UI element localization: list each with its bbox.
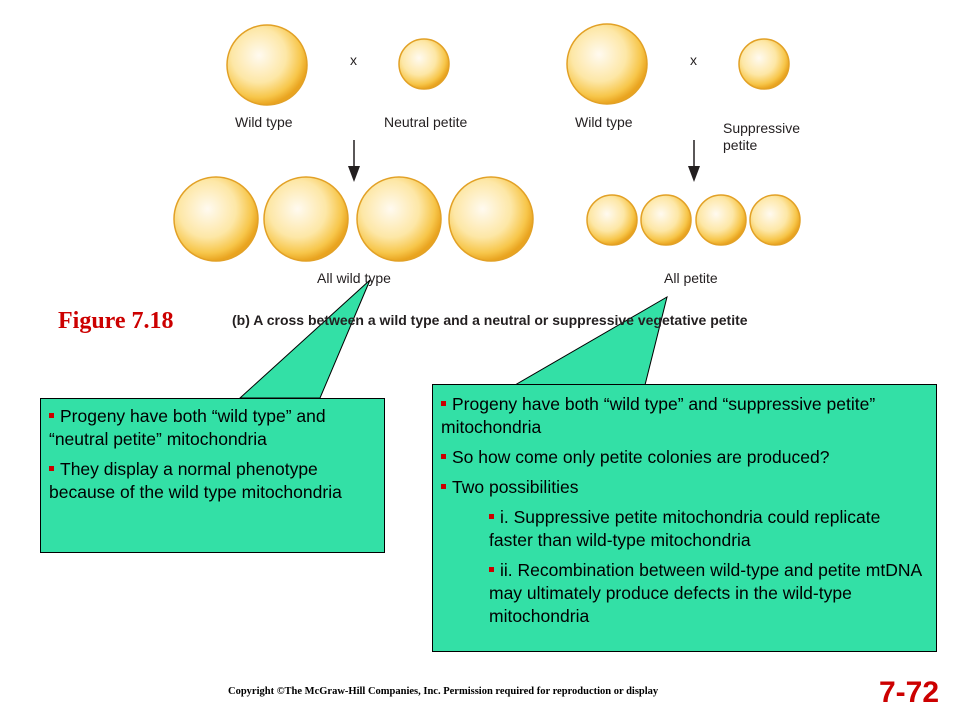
bullet-square-icon xyxy=(489,566,494,572)
progeny-petite-cell xyxy=(640,194,692,246)
progeny-petite-cell xyxy=(695,194,747,246)
label-neutral-petite: Neutral petite xyxy=(384,114,468,130)
bullet-text: Two possibilities xyxy=(452,477,579,497)
label-suppressive-petite: Suppressive petite xyxy=(723,120,801,153)
label-wild-type: Wild type xyxy=(575,114,633,130)
bullet-text: Progeny have both “wild type” and “neutr… xyxy=(49,406,326,449)
progeny-petite-cell xyxy=(749,194,801,246)
arrow-down-icon xyxy=(688,140,700,182)
bullet-text: So how come only petite colonies are pro… xyxy=(452,447,830,467)
arrow-down-icon xyxy=(348,140,360,182)
slide-number: 7-72 xyxy=(879,676,940,709)
progeny-wild-type-cell xyxy=(173,176,259,262)
bullet-square-icon xyxy=(49,465,54,471)
bullet-square-icon xyxy=(441,483,446,489)
bullet-text: Progeny have both “wild type” and “suppr… xyxy=(441,394,876,437)
progeny-wild-type-cell xyxy=(448,176,534,262)
label-wild-type: Wild type xyxy=(235,114,293,130)
callout-bullet: Progeny have both “wild type” and “suppr… xyxy=(441,393,928,439)
copyright-notice: Copyright ©The McGraw-Hill Companies, In… xyxy=(228,686,659,697)
callout-bullet: So how come only petite colonies are pro… xyxy=(441,446,928,469)
bullet-square-icon xyxy=(49,412,54,418)
wild-type-cell xyxy=(566,23,648,105)
label-all-petite: All petite xyxy=(664,270,718,286)
callout-bullet: Two possibilities xyxy=(441,476,928,499)
callout-sub-bullet: ii. Recombination between wild-type and … xyxy=(489,559,928,628)
neutral-petite-cell xyxy=(398,38,450,90)
progeny-wild-type-cell xyxy=(263,176,349,262)
bullet-square-icon xyxy=(441,400,446,406)
figure-title: Figure 7.18 xyxy=(58,308,174,334)
callout-bullet: They display a normal phenotype because … xyxy=(49,458,376,504)
bullet-text: ii. Recombination between wild-type and … xyxy=(489,560,922,626)
callout-pointer-left xyxy=(238,279,371,399)
bullet-square-icon xyxy=(489,513,494,519)
bullet-text: i. Suppressive petite mitochondria could… xyxy=(489,507,881,550)
cross-symbol: x xyxy=(350,52,357,68)
callout-neutral: Progeny have both “wild type” and “neutr… xyxy=(40,398,385,553)
progeny-wild-type-cell xyxy=(356,176,442,262)
label-all-wild-type: All wild type xyxy=(317,270,391,286)
callout-suppressive: Progeny have both “wild type” and “suppr… xyxy=(432,384,937,652)
progeny-petite-cell xyxy=(586,194,638,246)
bullet-square-icon xyxy=(441,453,446,459)
suppressive-petite-cell xyxy=(738,38,790,90)
wild-type-cell xyxy=(226,24,308,106)
cross-symbol: x xyxy=(690,52,697,68)
callout-pointer-right xyxy=(513,295,668,386)
bullet-text: They display a normal phenotype because … xyxy=(49,459,342,502)
figure-caption: (b) A cross between a wild type and a ne… xyxy=(232,312,748,328)
callout-sub-bullet: i. Suppressive petite mitochondria could… xyxy=(489,506,928,552)
callout-bullet: Progeny have both “wild type” and “neutr… xyxy=(49,405,376,451)
